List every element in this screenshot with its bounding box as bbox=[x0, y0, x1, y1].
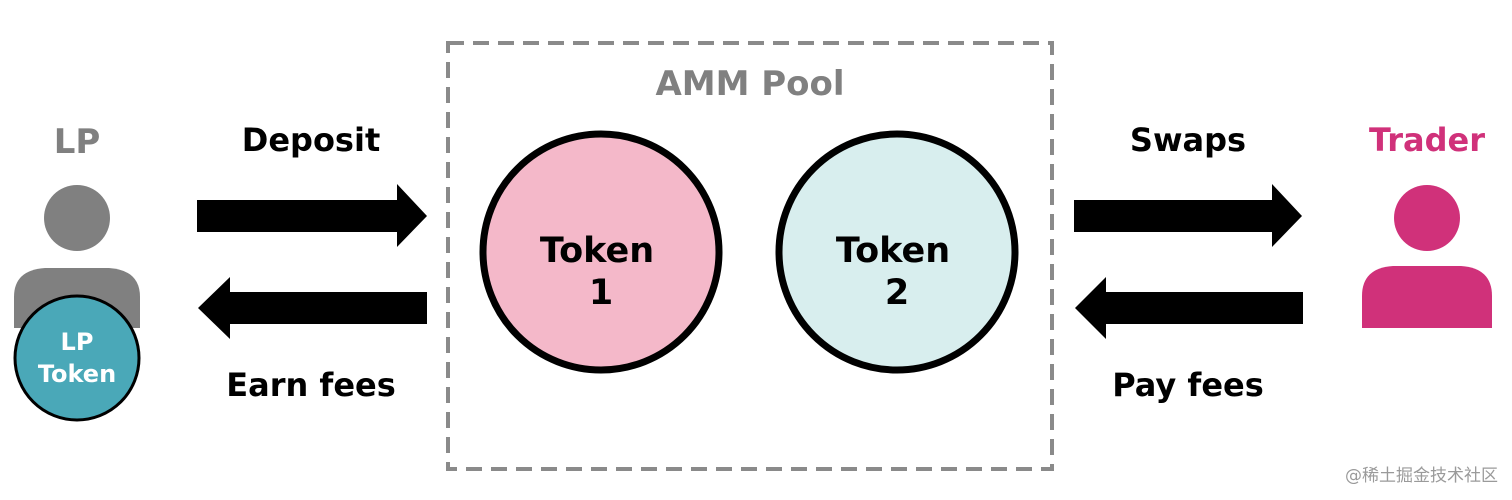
lp-token-label-line1: LP bbox=[61, 328, 94, 356]
amm-pool-box bbox=[446, 41, 1054, 471]
token-1-circle bbox=[479, 130, 723, 374]
trader-label: Trader bbox=[1369, 121, 1485, 159]
token-2-label-line2: 2 bbox=[885, 273, 909, 313]
token-2-label-line1: Token bbox=[836, 231, 950, 271]
lp-token-label-line2: Token bbox=[38, 360, 116, 388]
deposit-label: Deposit bbox=[242, 121, 380, 159]
lp-label: LP bbox=[54, 122, 101, 162]
swaps-arrow-right bbox=[1074, 184, 1302, 247]
lp-token-badge bbox=[13, 294, 141, 422]
earn-fees-arrow-left bbox=[198, 277, 427, 339]
pay-fees-arrow-left bbox=[1075, 277, 1303, 339]
token-2-circle bbox=[775, 130, 1019, 374]
user-icon-trader bbox=[1362, 185, 1492, 328]
earn-fees-label: Earn fees bbox=[226, 366, 396, 404]
watermark: @稀土掘金技术社区 bbox=[1345, 466, 1498, 486]
swaps-label: Swaps bbox=[1130, 121, 1246, 159]
token-1-label-line2: 1 bbox=[589, 273, 613, 313]
amm-pool-title: AMM Pool bbox=[655, 64, 844, 104]
pay-fees-label: Pay fees bbox=[1112, 366, 1264, 404]
deposit-arrow-right bbox=[197, 184, 427, 247]
token-1-label-line1: Token bbox=[540, 231, 654, 271]
